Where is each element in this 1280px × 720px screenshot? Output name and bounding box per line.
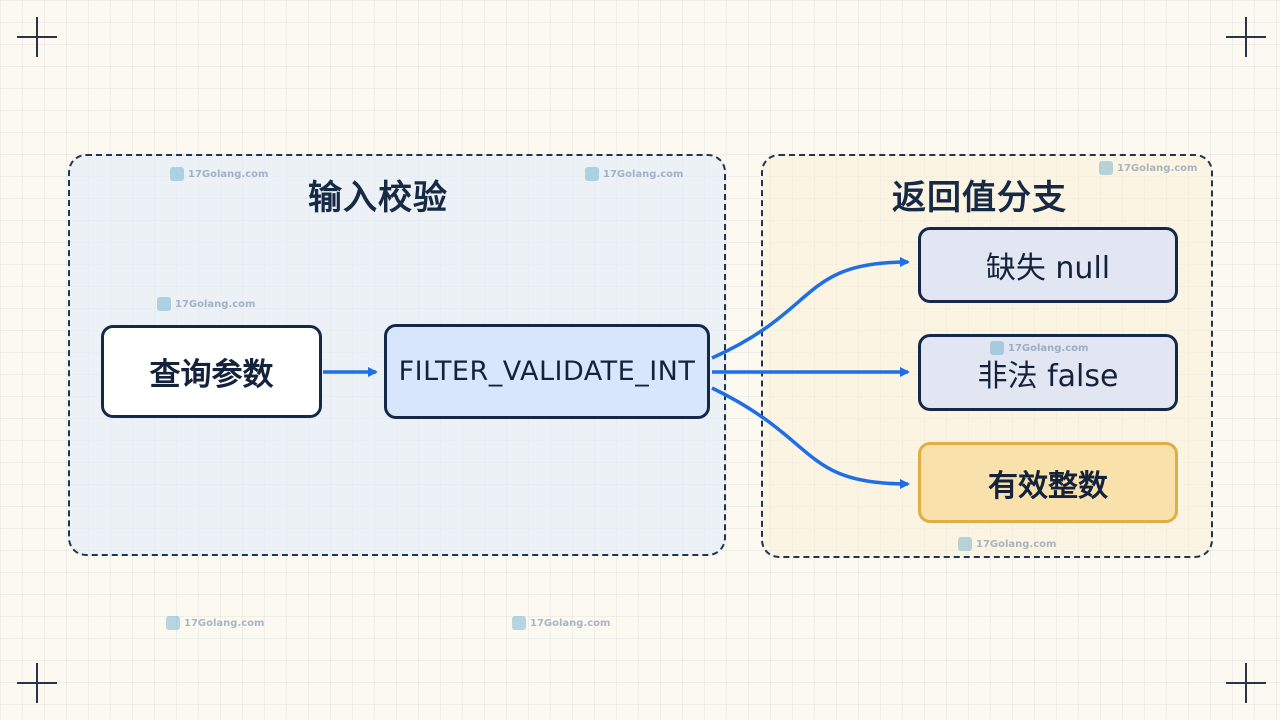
arrow-filter-to-missing	[711, 257, 910, 360]
watermark: 17Golang.com	[170, 167, 268, 181]
watermark-logo-icon	[166, 616, 180, 630]
input-validation-title: 输入校验	[308, 178, 448, 218]
filter-validate-int-node: FILTER_VALIDATE_INT	[384, 324, 710, 419]
watermark: 17Golang.com	[166, 616, 264, 630]
watermark-logo-icon	[958, 537, 972, 551]
corner-mark-bottom-right	[1226, 663, 1266, 703]
watermark-logo-icon	[585, 167, 599, 181]
watermark: 17Golang.com	[585, 167, 683, 181]
watermark: 17Golang.com	[1099, 161, 1197, 175]
watermark: 17Golang.com	[157, 297, 255, 311]
arrow-filter-to-valid	[711, 386, 910, 489]
corner-mark-top-left	[17, 17, 57, 57]
watermark-logo-icon	[170, 167, 184, 181]
query-params-node: 查询参数	[101, 325, 322, 418]
missing-null-node: 缺失 null	[918, 227, 1178, 303]
watermark-logo-icon	[512, 616, 526, 630]
invalid-false-node: 非法 false	[918, 334, 1178, 411]
watermark: 17Golang.com	[512, 616, 610, 630]
watermark: 17Golang.com	[958, 537, 1056, 551]
watermark-logo-icon	[1099, 161, 1113, 175]
watermark-logo-icon	[990, 341, 1004, 355]
return-branch-title: 返回值分支	[892, 178, 1067, 218]
corner-mark-bottom-left	[17, 663, 57, 703]
valid-integer-node: 有效整数	[918, 442, 1178, 523]
corner-mark-top-right	[1226, 17, 1266, 57]
watermark: 17Golang.com	[990, 341, 1088, 355]
watermark-logo-icon	[157, 297, 171, 311]
